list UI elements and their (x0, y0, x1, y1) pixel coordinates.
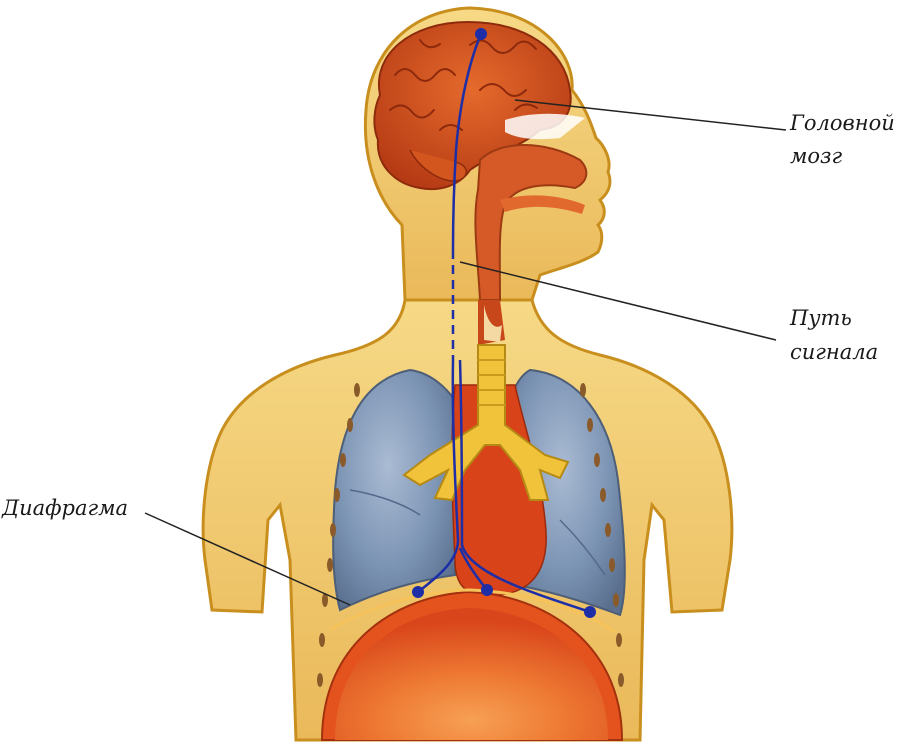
diaphragm (322, 590, 622, 740)
diaphragm-label: Диафрагма (1, 496, 128, 520)
diaphragm-node-right (584, 606, 596, 618)
signal-label-line2: сигнала (790, 340, 878, 364)
diaphragm-node-left (412, 586, 424, 598)
brain-label-line2: мозг (790, 144, 843, 168)
brain-label-line1: Головной (789, 111, 895, 135)
brain-node (475, 28, 487, 40)
signal-label-line1: Путь (789, 306, 852, 330)
diaphragm-node-mid (481, 584, 493, 596)
